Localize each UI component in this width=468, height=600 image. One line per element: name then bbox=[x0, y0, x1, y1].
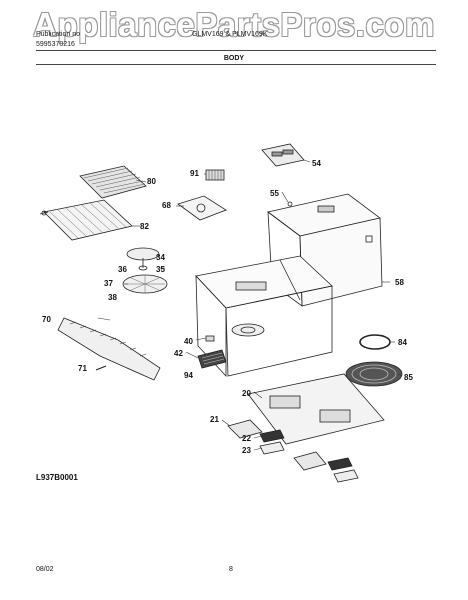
part-91-grille bbox=[205, 169, 225, 181]
callout-55: 55 bbox=[270, 189, 279, 198]
part-71-screw bbox=[95, 365, 107, 371]
callout-34: 34 bbox=[156, 253, 165, 262]
section-divider bbox=[36, 64, 436, 65]
callout-91: 91 bbox=[190, 169, 199, 178]
page-number: 8 bbox=[229, 566, 233, 573]
callout-36: 36 bbox=[118, 265, 127, 274]
model-numbers: GLMV169 & PLMV169K bbox=[192, 31, 268, 38]
part-85-turntable bbox=[345, 361, 403, 387]
callout-40: 40 bbox=[184, 337, 193, 346]
callout-80: 80 bbox=[147, 177, 156, 186]
footer-date: 08/02 bbox=[36, 566, 54, 573]
callout-54: 54 bbox=[312, 159, 321, 168]
callout-42: 42 bbox=[174, 349, 183, 358]
part-23-lens bbox=[259, 441, 285, 455]
callout-85: 85 bbox=[404, 373, 413, 382]
part-21-filter bbox=[227, 419, 263, 439]
callout-37: 37 bbox=[104, 279, 113, 288]
diagram-code: L937B0001 bbox=[36, 473, 78, 482]
callout-20: 20 bbox=[242, 389, 251, 398]
publication-number: 5995370216 bbox=[36, 41, 75, 48]
part-42-vent bbox=[197, 349, 227, 369]
publication-label: Publication no bbox=[36, 31, 80, 38]
part-54-vent bbox=[261, 143, 305, 167]
callout-94: 94 bbox=[184, 371, 193, 380]
leader-lines bbox=[97, 159, 403, 451]
callout-84: 84 bbox=[398, 338, 407, 347]
part-40-latch bbox=[205, 335, 215, 342]
callout-38: 38 bbox=[108, 293, 117, 302]
callout-23: 23 bbox=[242, 446, 251, 455]
part-filter-set-right bbox=[293, 451, 359, 483]
part-20-bottom-plate bbox=[247, 373, 385, 445]
part-84-roller-ring bbox=[359, 334, 391, 350]
part-80-filter bbox=[79, 165, 147, 199]
callout-70: 70 bbox=[42, 315, 51, 324]
callout-21: 21 bbox=[210, 415, 219, 424]
part-37-fan bbox=[122, 274, 168, 294]
part-68-plate bbox=[177, 195, 227, 221]
callout-35: 35 bbox=[156, 265, 165, 274]
part-34-stirrer-fan bbox=[126, 247, 160, 271]
callout-82: 82 bbox=[140, 222, 149, 231]
callout-58: 58 bbox=[395, 278, 404, 287]
part-82-wire-grille bbox=[39, 199, 133, 241]
section-title: BODY bbox=[223, 55, 245, 62]
part-22-grease-filter bbox=[259, 429, 285, 443]
part-70-front-grille bbox=[57, 317, 161, 381]
header-divider bbox=[36, 50, 436, 51]
callout-68: 68 bbox=[162, 201, 171, 210]
watermark: AppliancePartsPros.com bbox=[33, 6, 435, 43]
oven-cavity bbox=[195, 255, 333, 378]
callout-22: 22 bbox=[242, 434, 251, 443]
callout-71: 71 bbox=[78, 364, 87, 373]
